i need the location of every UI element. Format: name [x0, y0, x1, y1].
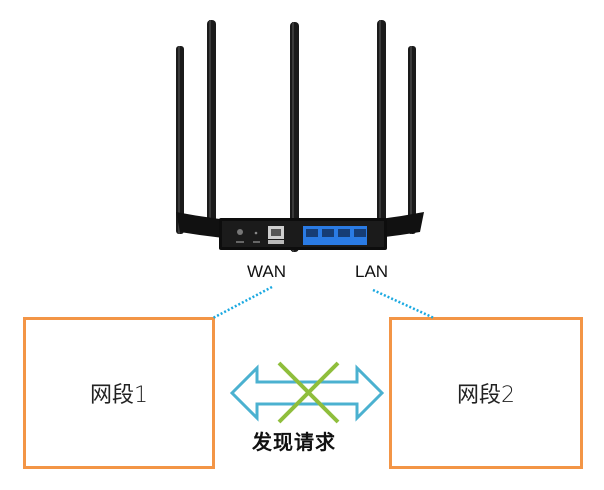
- antenna-icon: [176, 46, 184, 234]
- lan-ports-icon: [303, 226, 367, 245]
- antenna-icon: [377, 20, 386, 232]
- segment-2-label: 网段2: [457, 383, 515, 408]
- router-image: [176, 20, 424, 252]
- blocked-cross-icon: [277, 361, 340, 424]
- power-jack-icon: [237, 229, 243, 235]
- lan-connector-line: [372, 288, 435, 320]
- double-arrow-icon: [229, 364, 385, 422]
- antenna-icon: [207, 20, 216, 232]
- wan-label: WAN: [247, 262, 287, 281]
- network-segment-2: 网段2: [389, 317, 583, 469]
- reset-button-icon: [254, 231, 258, 235]
- antenna-icon: [290, 22, 299, 252]
- antenna-icon: [408, 46, 416, 234]
- lan-label: LAN: [355, 262, 389, 281]
- wan-connector-line: [212, 285, 273, 320]
- discovery-request-label: 发现请求: [252, 430, 336, 454]
- wan-port-icon: [268, 226, 284, 244]
- network-segment-1: 网段1: [23, 317, 215, 469]
- segment-1-label: 网段1: [90, 383, 148, 408]
